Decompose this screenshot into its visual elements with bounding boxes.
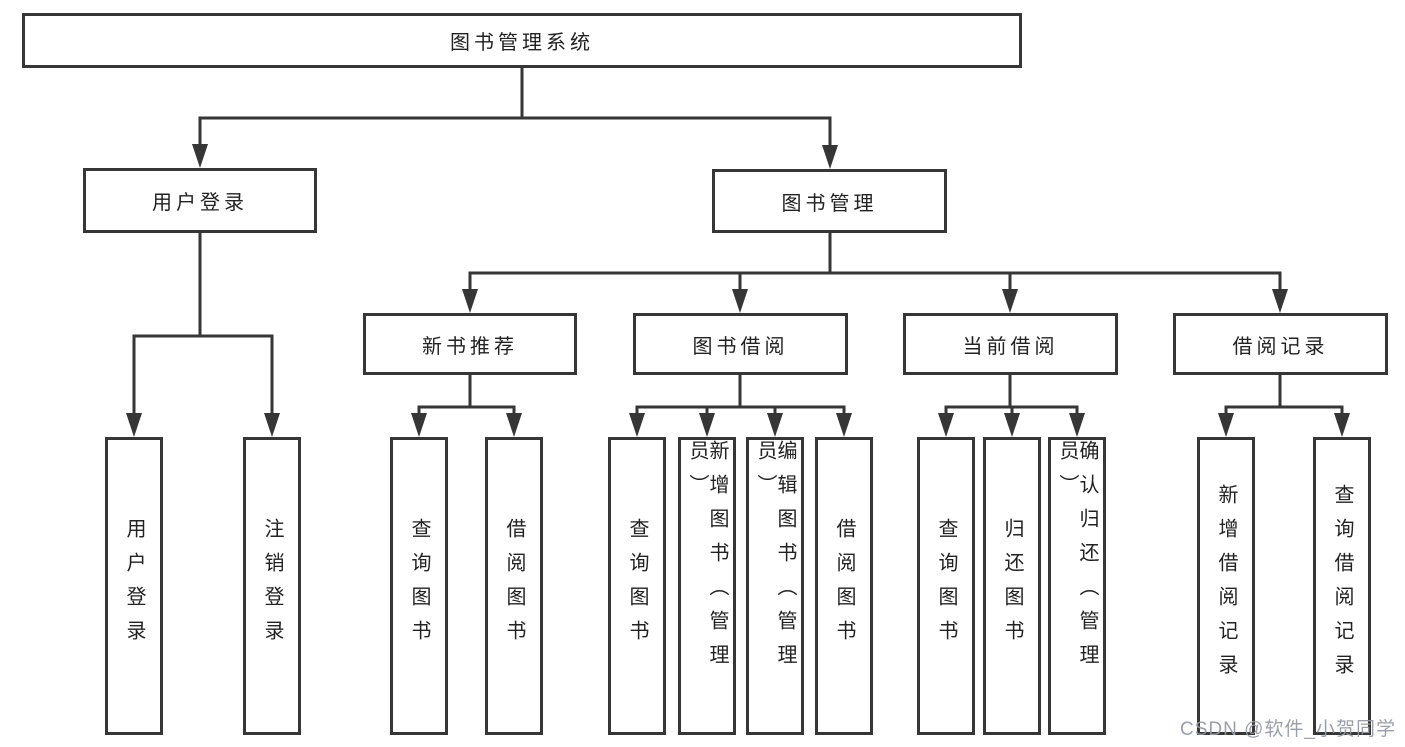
leaf-logout-label: 注销登录 bbox=[261, 518, 283, 654]
leaf-borrow-books-borrowing: 借阅图书 bbox=[815, 437, 873, 735]
leaf-query-borrow-record-label: 查询借阅记录 bbox=[1331, 484, 1353, 688]
connector-root-to-level2 bbox=[192, 66, 838, 169]
node-borrowing-records: 借阅记录 bbox=[1173, 313, 1388, 375]
leaf-query-books-current: 查询图书 bbox=[917, 437, 975, 735]
leaf-query-books-current-label: 查询图书 bbox=[935, 518, 957, 654]
leaf-query-books-recommend-label: 查询图书 bbox=[408, 518, 430, 654]
leaf-user-login: 用户登录 bbox=[105, 437, 163, 735]
csdn-watermark: CSDN @软件_小贺同学 bbox=[1180, 719, 1396, 740]
leaf-add-book-admin-label: 新增图书（管理员） bbox=[686, 440, 728, 678]
leaf-user-login-label: 用户登录 bbox=[123, 518, 145, 654]
node-book-management: 图书管理 bbox=[712, 169, 947, 233]
connector-new-book-children bbox=[411, 373, 522, 437]
node-book-borrowing: 图书借阅 bbox=[633, 313, 848, 375]
node-user-login: 用户登录 bbox=[83, 168, 317, 233]
connector-borrowing-records-children bbox=[1218, 373, 1350, 437]
leaf-add-book-admin: 新增图书（管理员） bbox=[678, 437, 736, 735]
leaf-add-borrow-record-label: 新增借阅记录 bbox=[1215, 484, 1237, 688]
leaf-add-borrow-record: 新增借阅记录 bbox=[1197, 437, 1255, 735]
connector-current-borrowing-children bbox=[938, 373, 1085, 437]
leaf-return-books: 归还图书 bbox=[983, 437, 1041, 735]
leaf-query-books-borrowing: 查询图书 bbox=[608, 437, 666, 735]
connector-book-management-children bbox=[462, 231, 1288, 313]
leaf-borrow-books-borrowing-label: 借阅图书 bbox=[833, 518, 855, 654]
leaf-edit-book-admin: 编辑图书（管理员） bbox=[746, 437, 804, 735]
connector-user-login-children bbox=[126, 231, 280, 437]
leaf-confirm-return-admin-label: 确认归还（管理员） bbox=[1056, 440, 1098, 678]
node-current-borrowing: 当前借阅 bbox=[903, 313, 1118, 375]
leaf-borrow-books-recommend: 借阅图书 bbox=[485, 437, 543, 735]
node-new-book-recommendation: 新书推荐 bbox=[363, 313, 577, 375]
leaf-edit-book-admin-label: 编辑图书（管理员） bbox=[754, 440, 796, 678]
leaf-query-books-recommend: 查询图书 bbox=[390, 437, 448, 735]
connector-book-borrowing-children bbox=[629, 373, 852, 437]
leaf-borrow-books-recommend-label: 借阅图书 bbox=[503, 518, 525, 654]
leaf-logout: 注销登录 bbox=[243, 437, 301, 735]
leaf-query-books-borrowing-label: 查询图书 bbox=[626, 518, 648, 654]
node-root: 图书管理系统 bbox=[22, 13, 1022, 68]
leaf-query-borrow-record: 查询借阅记录 bbox=[1313, 437, 1371, 735]
leaf-return-books-label: 归还图书 bbox=[1001, 518, 1023, 654]
leaf-confirm-return-admin: 确认归还（管理员） bbox=[1048, 437, 1106, 735]
